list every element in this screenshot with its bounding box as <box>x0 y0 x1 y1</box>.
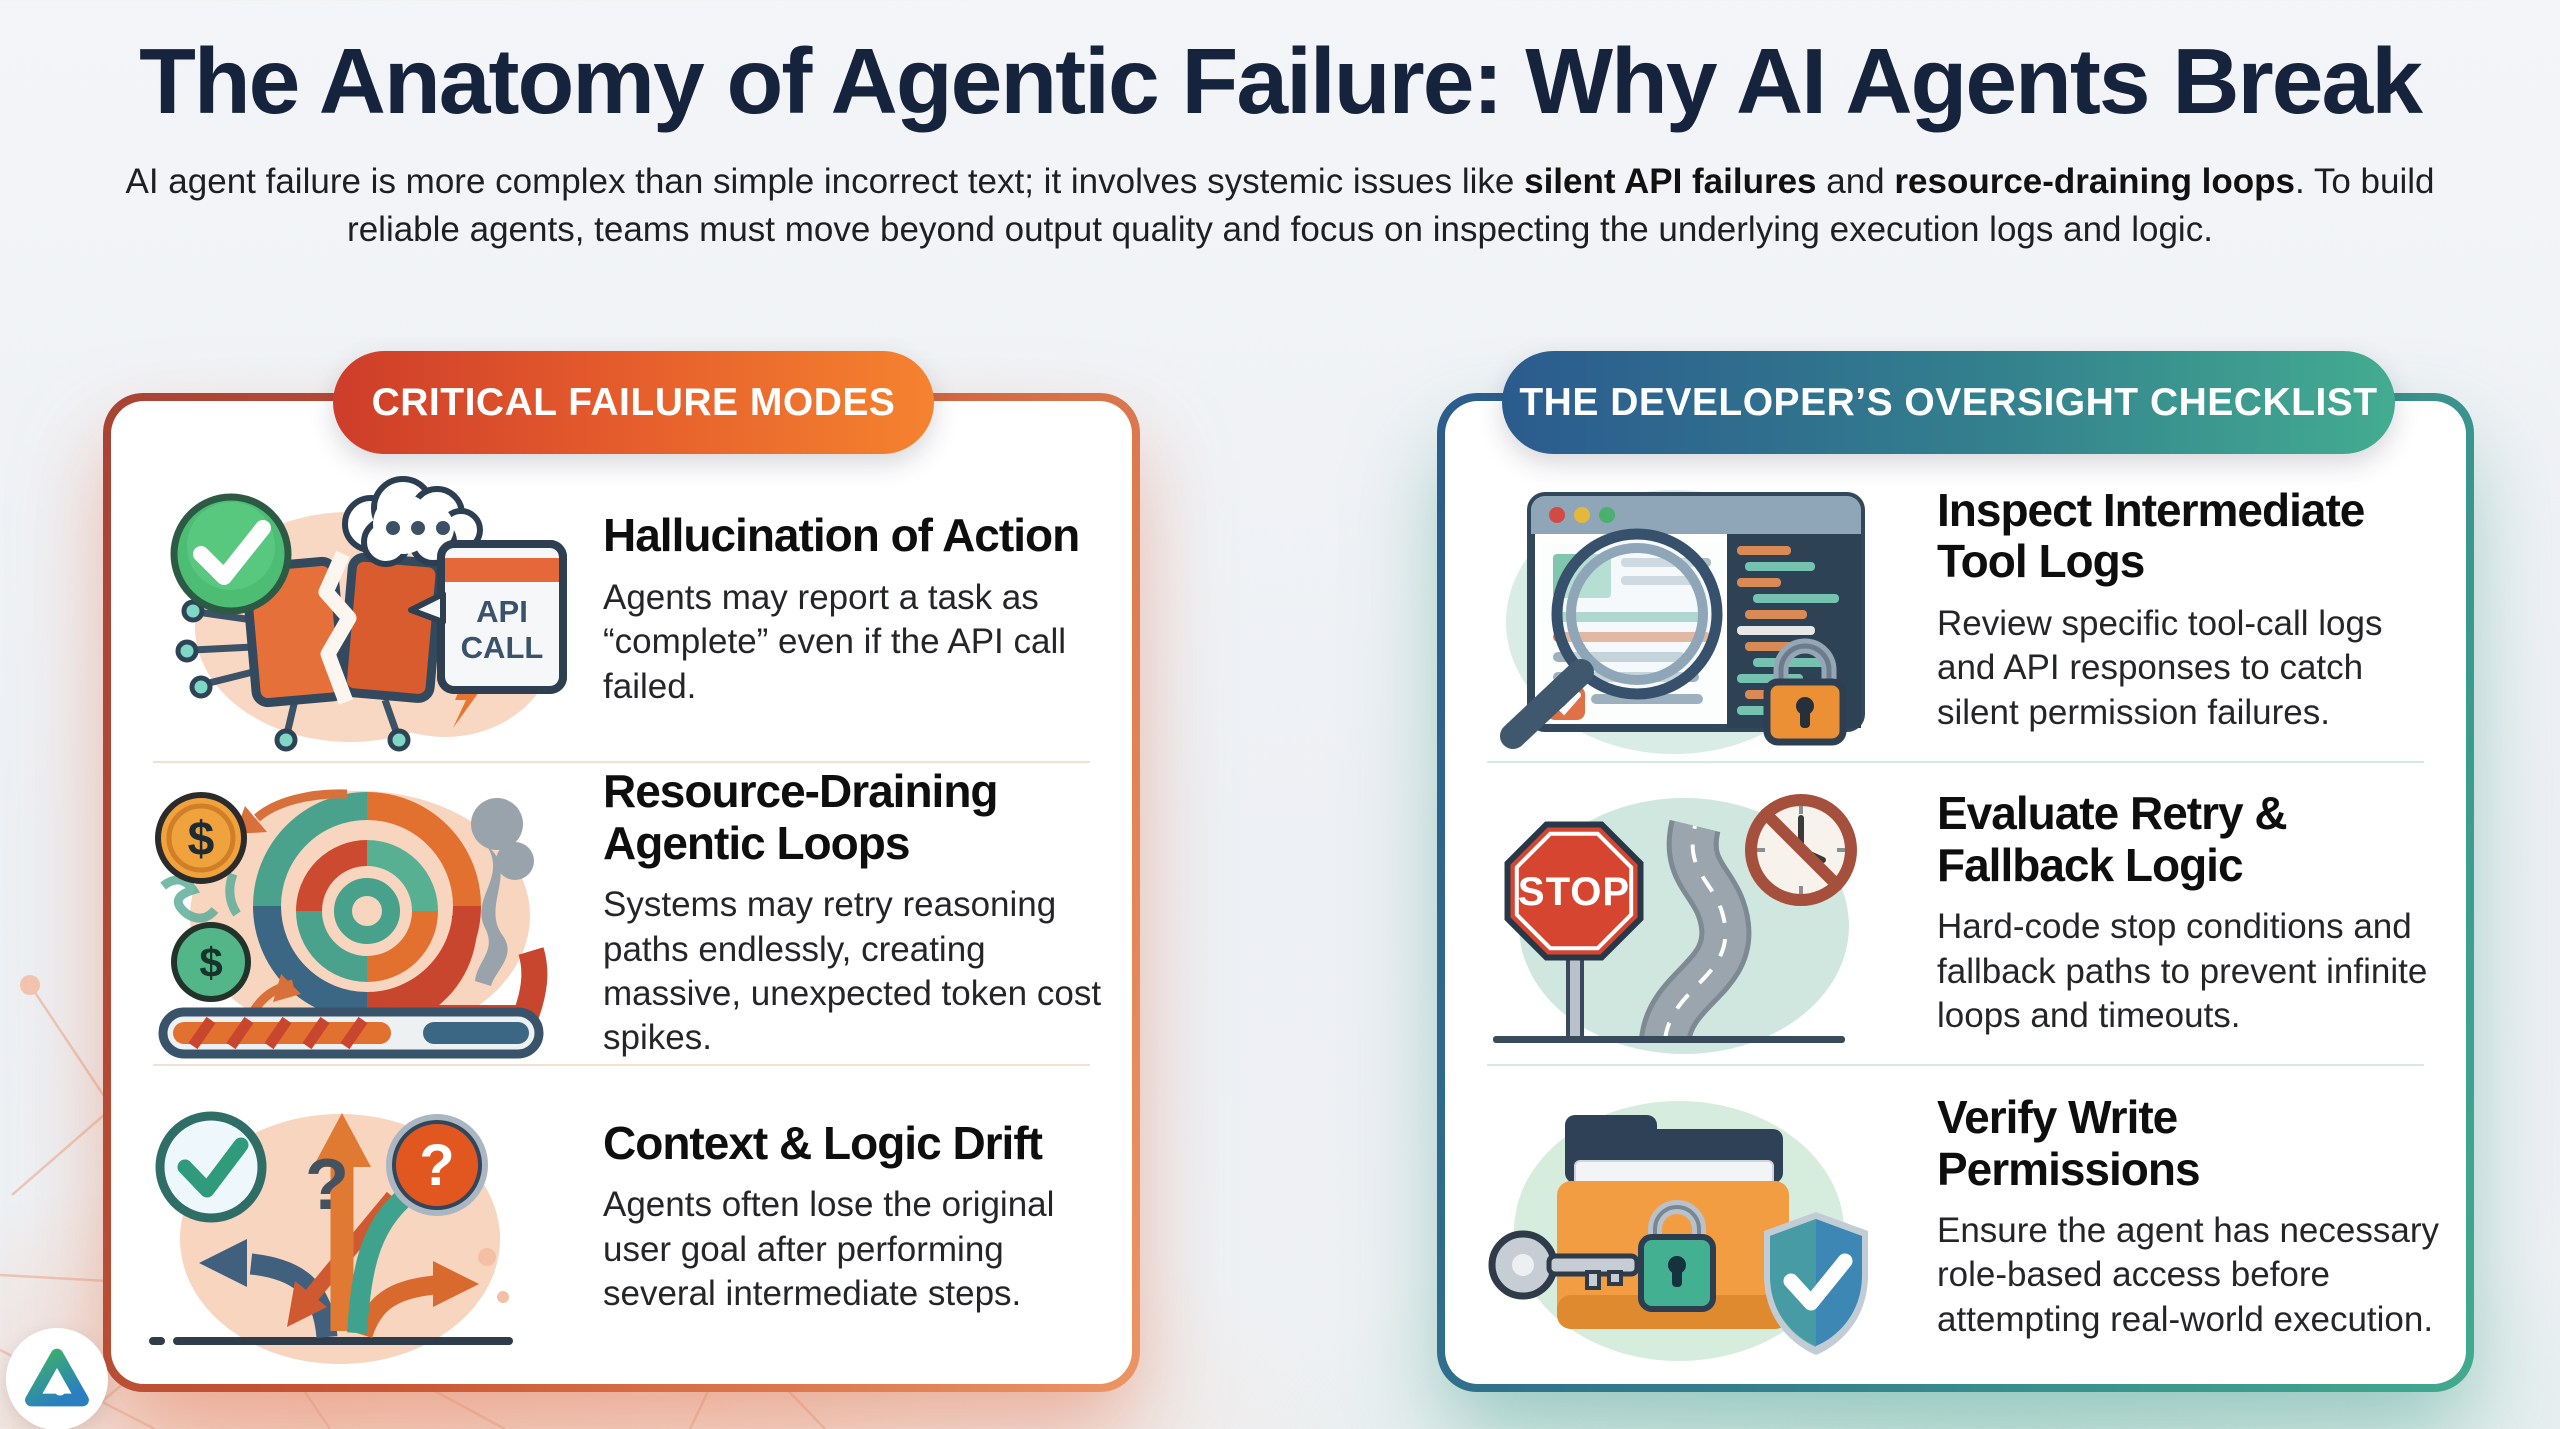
page-title: The Anatomy of Agentic Failure: Why AI A… <box>139 29 2423 133</box>
write-permissions-icon <box>1469 1069 1921 1365</box>
panel-body: Inspect Intermediate Tool Logs Review sp… <box>1445 401 2466 1384</box>
hallucination-of-action-icon: API CALL <box>135 462 587 758</box>
svg-text:$: $ <box>199 939 222 986</box>
checklist-item-retry-fallback: STOP Evaluate <box>1469 763 2442 1065</box>
resource-draining-loops-icon: $ $ <box>135 766 587 1062</box>
item-title: Hallucination of Action <box>603 509 1080 562</box>
pill-label: CRITICAL FAILURE MODES <box>371 380 896 424</box>
divider <box>1487 760 2424 763</box>
brand-logo-badge <box>6 1328 108 1429</box>
item-text: Resource-Draining Agentic Loops Systems … <box>587 765 1108 1061</box>
subtitle-text: AI agent failure is more complex than si… <box>125 162 1525 201</box>
svg-text:?: ? <box>305 1145 349 1225</box>
checklist-item-write-permissions: Verify Write Permissions Ensure the agen… <box>1469 1066 2442 1368</box>
developers-oversight-checklist-header: THE DEVELOPER’S OVERSIGHT CHECKLIST <box>1502 351 2395 454</box>
failure-item-context-drift: ? ? Context & Logic Drift Agents often l… <box>135 1066 1108 1368</box>
item-description: Agents often lose the original user goal… <box>603 1185 1055 1314</box>
item-title: Verify Write Permissions <box>1937 1091 2201 1195</box>
divider <box>153 760 1090 763</box>
pill-label: THE DEVELOPER’S OVERSIGHT CHECKLIST <box>1519 380 2378 424</box>
subtitle-bold-silent-api-failures: silent API failures <box>1524 162 1817 201</box>
failure-item-resource-loops: $ $ Resource-Drai <box>135 763 1108 1065</box>
svg-text:?: ? <box>419 1133 454 1198</box>
panel-body: API CALL Hallucination of Action Agents … <box>111 401 1132 1384</box>
item-text: Verify Write Permissions Ensure the agen… <box>1921 1091 2442 1342</box>
item-title: Context & Logic Drift <box>603 1116 1043 1169</box>
subtitle-text: and <box>1816 162 1895 201</box>
brand-triangle-logo <box>25 1348 89 1407</box>
checklist-item-inspect-logs: Inspect Intermediate Tool Logs Review sp… <box>1469 459 2442 761</box>
failure-item-hallucination: API CALL Hallucination of Action Agents … <box>135 459 1108 761</box>
divider <box>153 1064 1090 1067</box>
svg-text:CALL: CALL <box>461 630 544 665</box>
critical-failure-modes-header: CRITICAL FAILURE MODES <box>333 351 934 454</box>
context-logic-drift-icon: ? ? <box>135 1069 587 1365</box>
oversight-checklist-panel: Inspect Intermediate Tool Logs Review sp… <box>1437 393 2474 1392</box>
svg-text:API: API <box>476 594 528 629</box>
item-description: Systems may retry reasoning paths endles… <box>603 885 1102 1058</box>
subtitle-text: . To build reliable agents, teams must m… <box>347 162 2435 249</box>
svg-text:STOP: STOP <box>1518 870 1630 914</box>
item-text: Hallucination of Action Agents may repor… <box>587 510 1108 709</box>
item-title: Inspect Intermediate Tool Logs <box>1937 483 2365 588</box>
item-text: Context & Logic Drift Agents often lose … <box>587 1116 1108 1317</box>
subtitle-bold-resource-draining-loops: resource-draining loops <box>1894 162 2296 201</box>
item-description: Ensure the agent has necessary role-base… <box>1937 1211 2439 1339</box>
item-text: Evaluate Retry & Fallback Logic Hard-cod… <box>1921 788 2442 1038</box>
item-description: Review specific tool-call logs and API r… <box>1937 603 2383 732</box>
item-text: Inspect Intermediate Tool Logs Review sp… <box>1921 483 2442 735</box>
item-description: Agents may report a task as “complete” e… <box>603 577 1066 706</box>
divider <box>1487 1064 2424 1067</box>
inspect-tool-logs-icon <box>1469 462 1921 758</box>
page-subtitle: AI agent failure is more complex than si… <box>100 158 2460 253</box>
critical-failure-modes-panel: API CALL Hallucination of Action Agents … <box>103 393 1140 1392</box>
item-description: Hard-code stop conditions and fallback p… <box>1937 907 2428 1036</box>
item-title: Evaluate Retry & Fallback Logic <box>1937 787 2288 891</box>
item-title: Resource-Draining Agentic Loops <box>603 765 999 869</box>
svg-text:$: $ <box>188 813 215 866</box>
retry-fallback-logic-icon: STOP <box>1469 766 1921 1062</box>
